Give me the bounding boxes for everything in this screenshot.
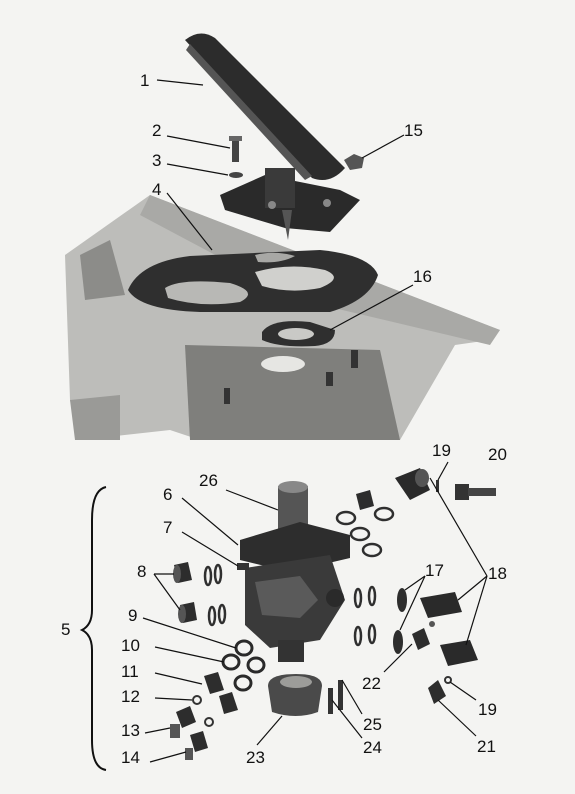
fitting-18-mid <box>420 592 462 618</box>
pin-19 <box>436 480 439 492</box>
callout-2: 2 <box>152 121 162 140</box>
washer-19 <box>444 676 452 684</box>
cab-floor-panel <box>65 195 500 440</box>
callout-19-top: 19 <box>432 441 451 460</box>
callout-25: 25 <box>363 715 382 734</box>
leader-lines <box>142 79 488 763</box>
nut-15 <box>344 154 364 170</box>
group-bracket <box>79 486 107 771</box>
fitting-11 <box>204 672 238 714</box>
bolt-2 <box>229 136 242 162</box>
brake-valve-body <box>240 481 350 662</box>
callout-16: 16 <box>413 267 432 286</box>
callout-12: 12 <box>121 687 140 706</box>
fitting-22 <box>412 621 435 650</box>
callout-24: 24 <box>363 738 382 757</box>
washer-3 <box>229 172 243 178</box>
screw-7 <box>237 563 249 570</box>
washer-12b <box>204 717 214 727</box>
callout-15: 15 <box>404 121 423 140</box>
callout-5: 5 <box>61 620 71 639</box>
callout-6: 6 <box>163 485 173 504</box>
screw-24 <box>328 688 333 714</box>
plug-8-upper <box>173 562 192 583</box>
callout-1: 1 <box>140 71 150 90</box>
callout-13: 13 <box>121 721 140 740</box>
callout-3: 3 <box>152 151 162 170</box>
callout-9: 9 <box>128 606 138 625</box>
cap-23 <box>268 674 322 716</box>
elbow-18-top <box>395 468 430 500</box>
pedal-bracket <box>220 168 360 240</box>
plug-right <box>356 490 374 510</box>
o-rings-right <box>335 506 395 647</box>
screw-25 <box>338 680 343 710</box>
callout-4: 4 <box>152 180 162 199</box>
pedal-lever <box>185 33 345 181</box>
callout-22: 22 <box>362 674 381 693</box>
callout-7: 7 <box>163 518 173 537</box>
callout-18: 18 <box>488 564 507 583</box>
bolt-20 <box>455 484 496 500</box>
callout-8: 8 <box>137 562 147 581</box>
washer-12 <box>192 695 202 705</box>
callout-23: 23 <box>246 748 265 767</box>
callout-14: 14 <box>121 748 140 767</box>
plug-8-lower <box>178 602 197 623</box>
o-rings-left <box>203 563 227 627</box>
fitting-13 <box>170 706 196 738</box>
callout-19-bottom: 19 <box>478 700 497 719</box>
callout-17: 17 <box>425 561 444 580</box>
fitting-21 <box>428 680 446 704</box>
callout-11: 11 <box>121 662 139 681</box>
gasket-16 <box>262 321 335 347</box>
callout-21: 21 <box>477 737 496 756</box>
fitting-14 <box>185 731 208 760</box>
seals-17 <box>393 588 407 654</box>
rings-9-10 <box>221 639 266 692</box>
callout-10: 10 <box>121 636 140 655</box>
fitting-18-low <box>440 640 478 666</box>
gasket-4 <box>128 250 378 312</box>
callout-26: 26 <box>199 471 218 490</box>
callout-20: 20 <box>488 445 507 464</box>
